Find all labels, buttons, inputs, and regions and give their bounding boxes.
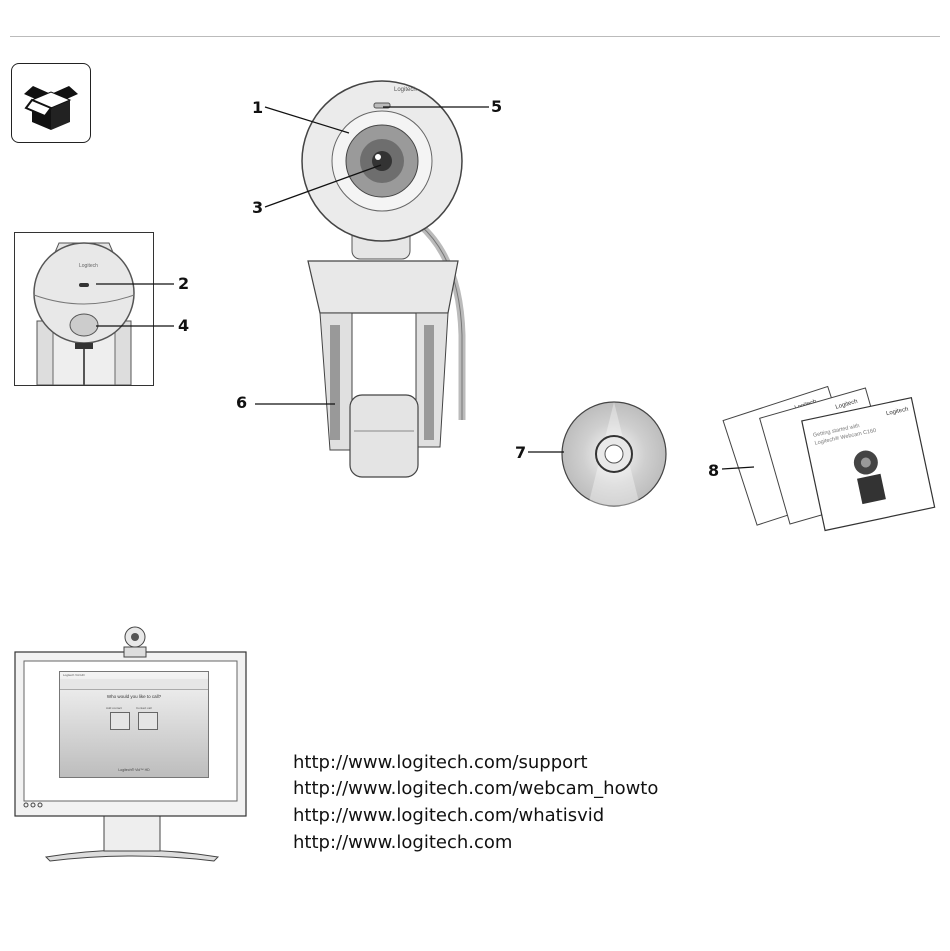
vid-footer-brand: Logitech® Vid™ HD bbox=[118, 768, 150, 772]
vid-contact-call-label: Contact call bbox=[136, 706, 152, 710]
link-webcam-howto[interactable]: http://www.logitech.com/webcam_howto bbox=[293, 778, 659, 799]
vid-add-contact-label: Add contact bbox=[106, 706, 122, 710]
callout-6: 6 bbox=[236, 393, 248, 412]
vid-add-contact-button[interactable] bbox=[110, 712, 130, 730]
vid-toolbar bbox=[60, 679, 208, 690]
leader-line-7 bbox=[528, 451, 564, 453]
callout-8: 8 bbox=[708, 461, 720, 480]
leader-line-2 bbox=[96, 283, 174, 285]
camera-brand-text: Logitech bbox=[394, 87, 417, 93]
vid-contact-call-button[interactable] bbox=[138, 712, 158, 730]
link-logitech-home[interactable]: http://www.logitech.com bbox=[293, 832, 513, 853]
vid-app-window: Logitech Vid HD Who would you like to ca… bbox=[59, 671, 209, 778]
camera-detail-inset: Logitech bbox=[14, 232, 154, 386]
webcam-illustration: Logitech bbox=[301, 80, 466, 478]
monitor-illustration: Logitech Vid HD Who would you like to ca… bbox=[14, 625, 250, 865]
callout-5: 5 bbox=[491, 97, 503, 116]
vid-header-text: Logitech Vid HD bbox=[63, 673, 85, 677]
leader-lines-camera bbox=[255, 106, 489, 405]
leader-line-4 bbox=[96, 325, 174, 327]
package-icon-frame bbox=[11, 63, 91, 143]
link-support[interactable]: http://www.logitech.com/support bbox=[293, 752, 588, 773]
box-icon bbox=[24, 86, 78, 130]
leader-line-8 bbox=[721, 466, 755, 470]
vid-prompt: Who would you like to call? bbox=[106, 694, 162, 699]
link-whatisvid[interactable]: http://www.logitech.com/whatisvid bbox=[293, 805, 605, 826]
callout-4: 4 bbox=[178, 316, 190, 335]
booklets-illustration: Logitech Logitech Getting started with L… bbox=[722, 385, 936, 532]
cd-disc-illustration bbox=[561, 401, 667, 507]
camera-detail-drawing: Logitech bbox=[33, 242, 135, 385]
inset-brand-text: Logitech bbox=[79, 263, 98, 269]
callout-7: 7 bbox=[515, 443, 527, 462]
callout-1: 1 bbox=[252, 98, 264, 117]
callout-3: 3 bbox=[252, 198, 264, 217]
callout-2: 2 bbox=[178, 274, 190, 293]
top-divider bbox=[10, 36, 940, 37]
booklet-front-logo: Logitech bbox=[886, 407, 909, 418]
